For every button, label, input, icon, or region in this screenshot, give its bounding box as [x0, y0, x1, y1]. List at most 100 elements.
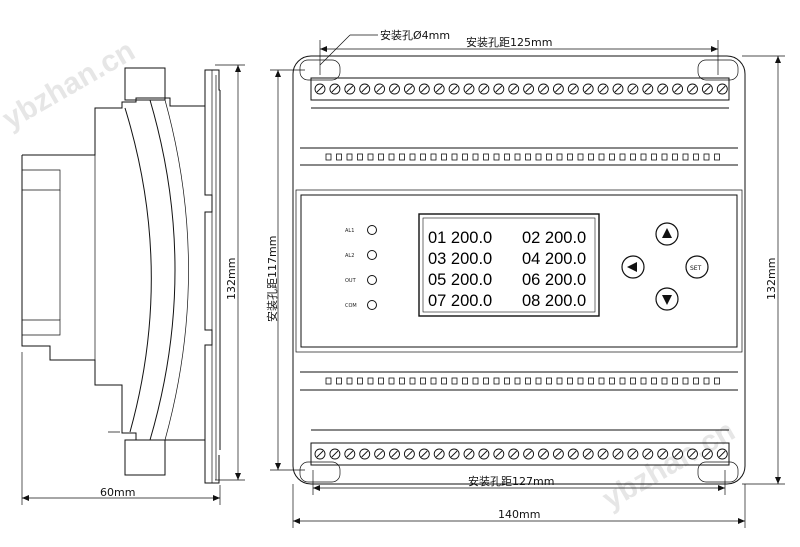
lcd-row-3-left: 05 200.0: [428, 271, 492, 289]
vent-slot: [672, 153, 678, 161]
lcd-row-4-left: 07 200.0: [428, 292, 492, 310]
vent-slot: [682, 153, 689, 161]
vent-slot: [441, 377, 447, 385]
screw-slot: [540, 450, 547, 458]
screw-slot: [495, 450, 503, 458]
vent-slot: [661, 153, 668, 161]
vent-slot: [619, 153, 626, 161]
vent-slot: [514, 377, 521, 385]
indicator-led-icon: [367, 300, 377, 310]
vent-slot: [483, 377, 489, 385]
vent-slot: [609, 153, 615, 161]
top-hole-spacing-label: 安装孔距125mm: [466, 35, 552, 49]
indicator-led-icon: [367, 275, 377, 285]
down-button[interactable]: [655, 287, 679, 311]
screw-slot: [614, 85, 622, 93]
screw-slot: [435, 450, 443, 458]
indicator-label: OUT: [345, 278, 357, 284]
screw-slot: [361, 450, 369, 458]
screw-slot: [450, 450, 458, 458]
screw-slot: [391, 450, 398, 458]
screw-slot: [704, 450, 711, 458]
screw-slot: [614, 450, 622, 458]
screw-slot: [450, 85, 458, 93]
screw-slot: [629, 450, 637, 458]
vent-slot: [378, 153, 384, 161]
vent-slot: [577, 377, 584, 385]
lcd-display: 01 200.0 02 200.0 03 200.0 04 200.0 05 2…: [418, 213, 600, 317]
screw-slot: [316, 85, 324, 93]
front-height-label: 132mm: [765, 258, 778, 300]
bottom-hole-spacing-label: 安装孔距127mm: [468, 474, 554, 488]
vent-slot: [567, 153, 573, 161]
set-button[interactable]: SET: [685, 255, 709, 279]
bottom-terminal-row: [314, 448, 728, 460]
screw-slot: [406, 85, 413, 93]
vent-slot: [399, 377, 405, 385]
vent-slot: [609, 377, 615, 385]
screw-slot: [361, 85, 369, 93]
screw-slot: [555, 450, 562, 458]
vent-slot: [357, 377, 363, 385]
vent-slot: [388, 377, 395, 385]
vent-slot: [630, 153, 636, 161]
vent-slot: [336, 153, 342, 161]
screw-slot: [584, 450, 592, 458]
vent-slot: [325, 377, 332, 385]
screw-slot: [495, 85, 503, 93]
screw-slot: [346, 85, 354, 93]
lcd-row-4-right: 08 200.0: [522, 292, 586, 310]
vent-slot: [672, 377, 678, 385]
vent-slot: [409, 377, 416, 385]
vent-slot: [640, 377, 647, 385]
indicator-label: AL1: [345, 228, 354, 234]
screw-slot: [674, 85, 681, 93]
front-dimensions: 安装孔Ø4mm 安装孔距125mm 安装孔距117mm 132mm 安装孔距12…: [265, 28, 785, 528]
vent-slot: [525, 153, 531, 161]
screw-slot: [569, 450, 577, 458]
depth-dimension-label: 60mm: [100, 486, 135, 499]
vent-slot: [399, 153, 405, 161]
screw-slot: [689, 85, 696, 93]
screw-slot: [599, 450, 607, 458]
screw-slot: [659, 85, 667, 93]
screw-slot: [689, 450, 696, 458]
vent-slot: [556, 377, 563, 385]
vent-slot: [462, 377, 468, 385]
side-dimensions: 60mm 132mm: [21, 64, 245, 505]
vent-slot: [546, 153, 552, 161]
front-view: [292, 55, 746, 485]
screw-slot: [540, 85, 547, 93]
vent-slot: [630, 377, 636, 385]
left-button[interactable]: [621, 255, 645, 279]
vent-slot: [661, 377, 668, 385]
screw-slot: [406, 450, 413, 458]
vent-slot: [451, 153, 458, 161]
vent-slot: [378, 377, 384, 385]
vent-slot: [577, 153, 584, 161]
vent-slot: [693, 377, 699, 385]
bottom-vent-slots: [325, 377, 720, 385]
vent-slot: [714, 153, 720, 161]
lcd-row-3-right: 06 200.0: [522, 271, 586, 289]
vent-slot: [430, 153, 437, 161]
top-terminal-row: [314, 83, 728, 95]
indicator-label: AL2: [345, 253, 354, 259]
screw-slot: [644, 85, 652, 93]
lcd-row-1-right: 02 200.0: [522, 229, 586, 247]
lcd-row-2-left: 03 200.0: [428, 250, 492, 268]
screw-slot: [480, 450, 488, 458]
vent-slot: [336, 377, 342, 385]
vent-slot: [346, 153, 353, 161]
vent-slot: [441, 153, 447, 161]
vent-slot: [504, 153, 510, 161]
screw-slot: [346, 450, 354, 458]
screw-slot: [420, 450, 428, 458]
up-arrow-icon: [662, 228, 672, 238]
screw-slot: [629, 85, 637, 93]
up-button[interactable]: [655, 222, 679, 246]
indicator-label: COM: [345, 303, 357, 309]
vent-slot: [703, 153, 710, 161]
screw-slot: [525, 450, 532, 458]
